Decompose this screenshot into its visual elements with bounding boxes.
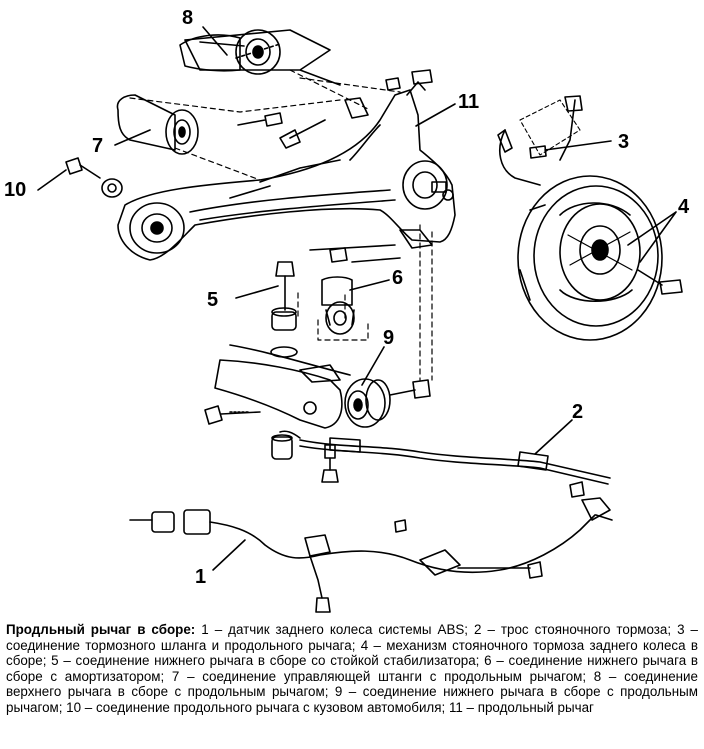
control-rod-bushing-7 [116, 94, 341, 181]
leader-5 [235, 285, 279, 299]
callout-6: 6 [392, 267, 403, 289]
stabilizer-link-connection-5 [270, 261, 298, 358]
callout-3: 3 [618, 131, 629, 153]
caption-title: Продльный рычаг в сборе: [6, 622, 196, 637]
callout-5: 5 [207, 289, 218, 311]
leader-3 [544, 140, 612, 151]
upper-arm-bushing-8 [179, 29, 341, 86]
parking-brake-mechanism-4 [517, 175, 683, 341]
alignment-lines [289, 69, 433, 381]
callout-1: 1 [195, 566, 206, 588]
callout-9: 9 [383, 327, 394, 349]
leader-9 [361, 346, 385, 386]
trailing-arm-11 [117, 81, 456, 261]
leader-10 [37, 169, 67, 191]
callout-4: 4 [678, 196, 690, 218]
brake-hose-connection-3 [497, 95, 583, 186]
shock-absorber-connection-6 [309, 244, 401, 341]
leader-6 [349, 279, 390, 291]
callout-11: 11 [458, 91, 479, 113]
figure-caption: Продльный рычаг в сборе: 1 – датчик задн… [6, 622, 698, 716]
leader-2 [534, 419, 573, 455]
callout-10: 10 [4, 179, 26, 201]
parking-brake-cable-2 [279, 430, 611, 498]
leader-4 [627, 211, 677, 263]
callout-7: 7 [92, 135, 103, 157]
leader-11 [415, 103, 456, 127]
trailing-arm-assembly-diagram: 8 11 7 10 3 4 5 6 9 2 1 [4, 7, 690, 613]
callout-2: 2 [572, 401, 583, 423]
upper-bolts [237, 69, 433, 149]
leader-8 [202, 26, 228, 56]
lower-bolts [204, 405, 339, 483]
caption-text: 1 – датчик заднего колеса системы ABS; 2… [6, 622, 698, 715]
leader-7 [114, 129, 151, 146]
callout-8: 8 [182, 7, 193, 29]
lower-arm-connection-9 [214, 344, 431, 429]
abs-wheel-sensor-1 [129, 497, 613, 613]
body-mount-bolt-10 [65, 157, 123, 198]
leader-1 [212, 539, 246, 571]
